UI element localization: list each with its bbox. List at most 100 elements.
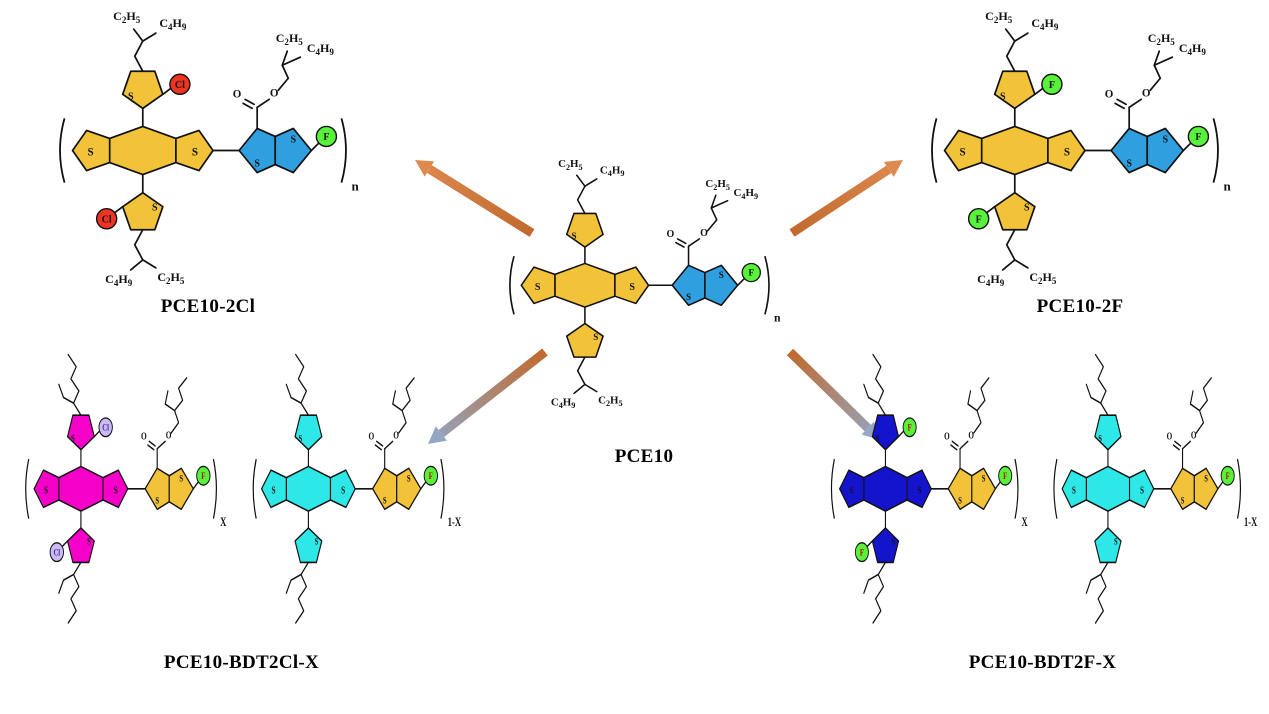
- sulfur-label: S: [254, 159, 260, 170]
- arrow-to-top-right: [789, 160, 903, 237]
- bond-halogen: [1182, 142, 1192, 152]
- sulfur-label: S: [152, 203, 158, 214]
- halogen-label: Cl: [102, 214, 112, 225]
- structure-label-pce10-bdt2cl-x: PCE10-BDT2Cl-X: [163, 652, 320, 673]
- alkyl-label-c2h5: C2H5: [558, 158, 583, 172]
- sulfur-label: S: [272, 484, 276, 495]
- fused-thiophene-left: [943, 129, 983, 172]
- alkyl-chain-bond: [67, 561, 82, 624]
- tt-thiophene-right: [1193, 467, 1219, 511]
- halogen-label: F: [976, 214, 982, 225]
- polymer-bracket-left: [25, 458, 30, 519]
- arrow-head-icon: [415, 160, 435, 177]
- bond-ester: [384, 440, 394, 450]
- alkyl-chain-bond: [573, 383, 586, 395]
- fused-thiophene-left: [839, 469, 865, 509]
- halogen-circle: [1220, 465, 1235, 486]
- halogen-circle: [196, 465, 211, 486]
- alkyl-branch-bond: [164, 390, 176, 412]
- polymer-bracket-left: [830, 458, 835, 519]
- arrow-head-icon: [883, 160, 903, 177]
- sulfur-label: S: [1204, 473, 1208, 483]
- bond-carbonyl-double: [148, 440, 156, 447]
- repeat-subscript: X: [220, 517, 227, 530]
- alkyl-chain-bond: [132, 28, 144, 42]
- alkyl-chain-bond: [1094, 353, 1109, 416]
- fused-thiophene-left: [1061, 469, 1087, 509]
- repeat-subscript: 1-X: [448, 517, 462, 530]
- bond-carbonyl-double: [1116, 98, 1128, 106]
- polymer-bracket-left: [509, 255, 515, 315]
- sulfur-label: S: [719, 270, 724, 280]
- alkyl-label-c2h5: C2H5: [1029, 270, 1057, 286]
- alkyl-branch-bond: [1085, 383, 1102, 404]
- sulfur-label: S: [179, 473, 183, 483]
- sulfur-label: S: [1181, 496, 1185, 506]
- halogen-label: F: [323, 132, 329, 143]
- alkyl-label-c4h9: C4H9: [600, 164, 625, 178]
- sulfur-label: S: [383, 496, 387, 506]
- repeat-subscript: X: [1022, 517, 1029, 530]
- sulfur-label: S: [1024, 203, 1030, 214]
- sulfur-label: S: [1162, 134, 1168, 145]
- structure-label-pce10-2f: PCE10-2F: [1036, 296, 1124, 317]
- alkyl-branch-bond: [58, 573, 75, 594]
- bond-ester: [256, 98, 271, 109]
- halogen-circle: [741, 262, 761, 283]
- bond-halogen: [897, 430, 905, 438]
- alkyl-chain-bond: [584, 383, 598, 393]
- oxygen-label: O: [270, 87, 279, 99]
- pendant-thiophene-top: [121, 70, 164, 110]
- alkyl-label-c4h9: C4H9: [307, 41, 335, 57]
- alkyl-branch-bond: [967, 390, 978, 412]
- alkyl-label-c4h9: C4H9: [734, 187, 759, 201]
- halogen-label: Cl: [53, 547, 60, 557]
- halogen-label: F: [429, 471, 433, 481]
- sulfur-label: S: [535, 282, 541, 293]
- bond-carbonyl-double: [950, 444, 958, 451]
- repeat-subscript: n: [774, 311, 781, 325]
- sulfur-label: S: [192, 147, 198, 159]
- alkyl-chain-bond: [67, 353, 82, 416]
- alkyl-label-c4h9: C4H9: [551, 396, 576, 410]
- alkyl-branch-bond: [1189, 390, 1201, 412]
- polymer-bracket-right: [764, 255, 770, 315]
- sulfur-label: S: [155, 496, 159, 506]
- oxygen-label: O: [368, 430, 374, 441]
- sulfur-label: S: [958, 496, 962, 506]
- bond-carbonyl-double: [242, 102, 254, 110]
- oxygen-label: O: [233, 88, 242, 100]
- structure-label-pce10: PCE10: [614, 446, 674, 467]
- oxygen-label: O: [166, 429, 172, 440]
- alkyl-label-c2h5: C2H5: [985, 9, 1013, 25]
- bond-ester: [156, 440, 166, 450]
- bond-carbonyl-double: [1174, 440, 1182, 447]
- bond-halogen: [420, 481, 427, 490]
- alkyl-label-c2h5: C2H5: [157, 270, 185, 286]
- polymer-bracket-left: [1053, 458, 1058, 519]
- halogen-label: Cl: [175, 80, 185, 91]
- alkyl-label-c4h9: C4H9: [1031, 16, 1059, 32]
- sulfur-label: S: [876, 433, 880, 443]
- sulfur-label: S: [1140, 484, 1144, 496]
- sulfur-label: S: [917, 484, 921, 496]
- oxygen-label: O: [944, 430, 950, 442]
- halogen-label: F: [1003, 471, 1007, 481]
- alkyl-branch-bond: [58, 383, 75, 404]
- halogen-label: F: [908, 422, 912, 432]
- alkyl-chain-bond: [277, 64, 290, 92]
- oxygen-label: O: [666, 229, 674, 240]
- bond-carbonyl-double: [147, 444, 155, 451]
- alkyl-chain-bond: [1004, 28, 1016, 42]
- alkyl-chain-bond: [1153, 50, 1161, 67]
- fused-thiophene-right: [175, 129, 214, 172]
- sulfur-label: S: [1114, 537, 1118, 547]
- bond-halogen: [161, 87, 172, 96]
